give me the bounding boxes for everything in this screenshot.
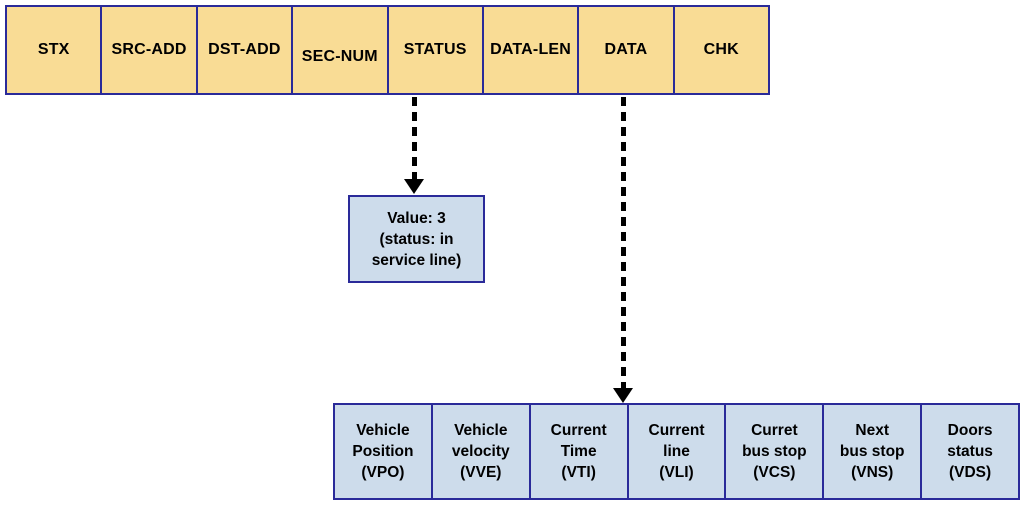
frame-field-status: STATUS — [386, 5, 484, 95]
frame-field-dst-add: DST-ADD — [195, 5, 294, 95]
status-value-box: Value: 3 (status: in service line) — [348, 195, 485, 283]
status-arrow-line — [412, 97, 417, 179]
frame-field-stx: STX — [5, 5, 103, 95]
frame-field-data-len: DATA-LEN — [481, 5, 580, 95]
data-subfield-vcs: Curret bus stop (VCS) — [724, 403, 825, 500]
frame-field-src-add: SRC-ADD — [100, 5, 198, 95]
data-subfield-vli: Current line (VLI) — [626, 403, 727, 500]
data-subfield-vti: Current Time (VTI) — [528, 403, 629, 500]
frame-field-data: DATA — [577, 5, 675, 95]
data-arrow-line — [621, 97, 626, 388]
frame-field-chk: CHK — [672, 5, 770, 95]
frame-field-sec-num: SEC-NUM — [291, 5, 389, 95]
data-subfield-vns: Next bus stop (VNS) — [822, 403, 923, 500]
status-arrow-head-icon — [404, 179, 424, 194]
data-subfield-row: Vehicle Position (VPO)Vehicle velocity (… — [333, 403, 1021, 500]
data-subfield-vpo: Vehicle Position (VPO) — [333, 403, 433, 500]
data-subfield-vve: Vehicle velocity (VVE) — [430, 403, 531, 500]
data-subfield-vds: Doors status (VDS) — [920, 403, 1021, 500]
data-arrow-head-icon — [613, 388, 633, 403]
